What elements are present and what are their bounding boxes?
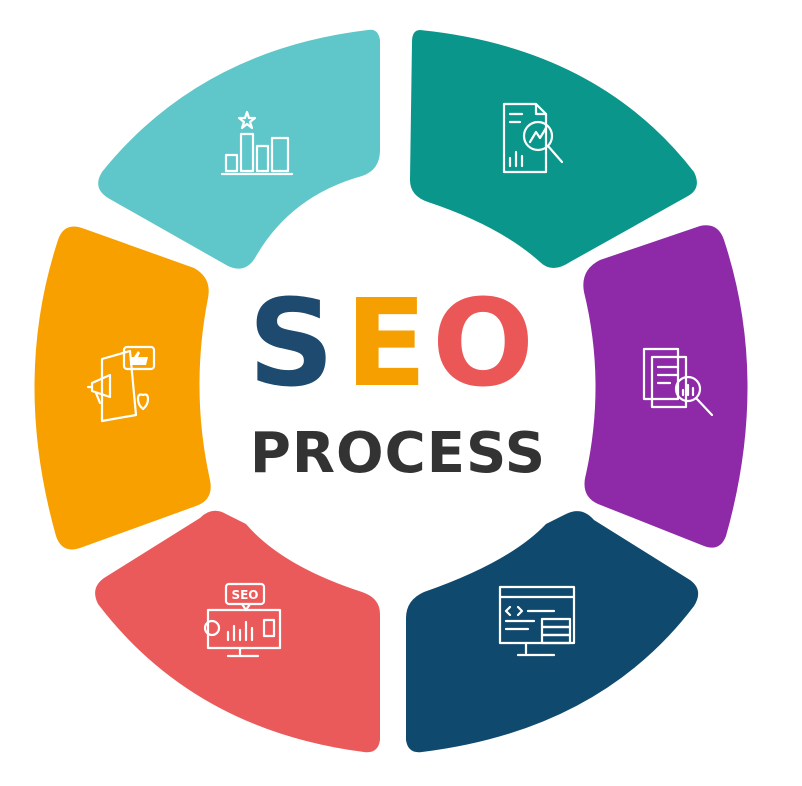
seo-letter-o: O xyxy=(432,275,534,414)
seo-letter-e: E xyxy=(345,275,427,414)
segment-left xyxy=(34,226,211,550)
segment-bottom-right xyxy=(406,511,699,753)
segment-right-shape xyxy=(583,225,748,548)
segment-top-right-shape xyxy=(410,30,697,268)
segment-bottom-right-shape xyxy=(406,511,699,753)
segment-top-right xyxy=(410,30,697,268)
web-development-icon xyxy=(498,585,576,657)
segment-bottom-left: SEO xyxy=(95,510,380,753)
social-marketing-icon xyxy=(86,345,156,423)
seo-dashboard-icon: SEO xyxy=(203,582,282,658)
segment-left-shape xyxy=(34,226,211,550)
segment-top-left xyxy=(98,29,381,269)
seo-letter-s: S xyxy=(248,275,334,414)
data-analysis-icon xyxy=(502,102,564,174)
process-subtitle: PROCESS xyxy=(250,421,546,486)
content-audit-icon xyxy=(642,347,714,417)
segment-bottom-left-shape xyxy=(95,510,380,753)
segment-top-left-shape xyxy=(98,29,381,269)
segment-right xyxy=(583,225,748,548)
ranking-chart-icon xyxy=(220,110,294,176)
seo-screen-label: SEO xyxy=(231,588,258,602)
center-title: S E O PROCESS xyxy=(248,275,546,486)
